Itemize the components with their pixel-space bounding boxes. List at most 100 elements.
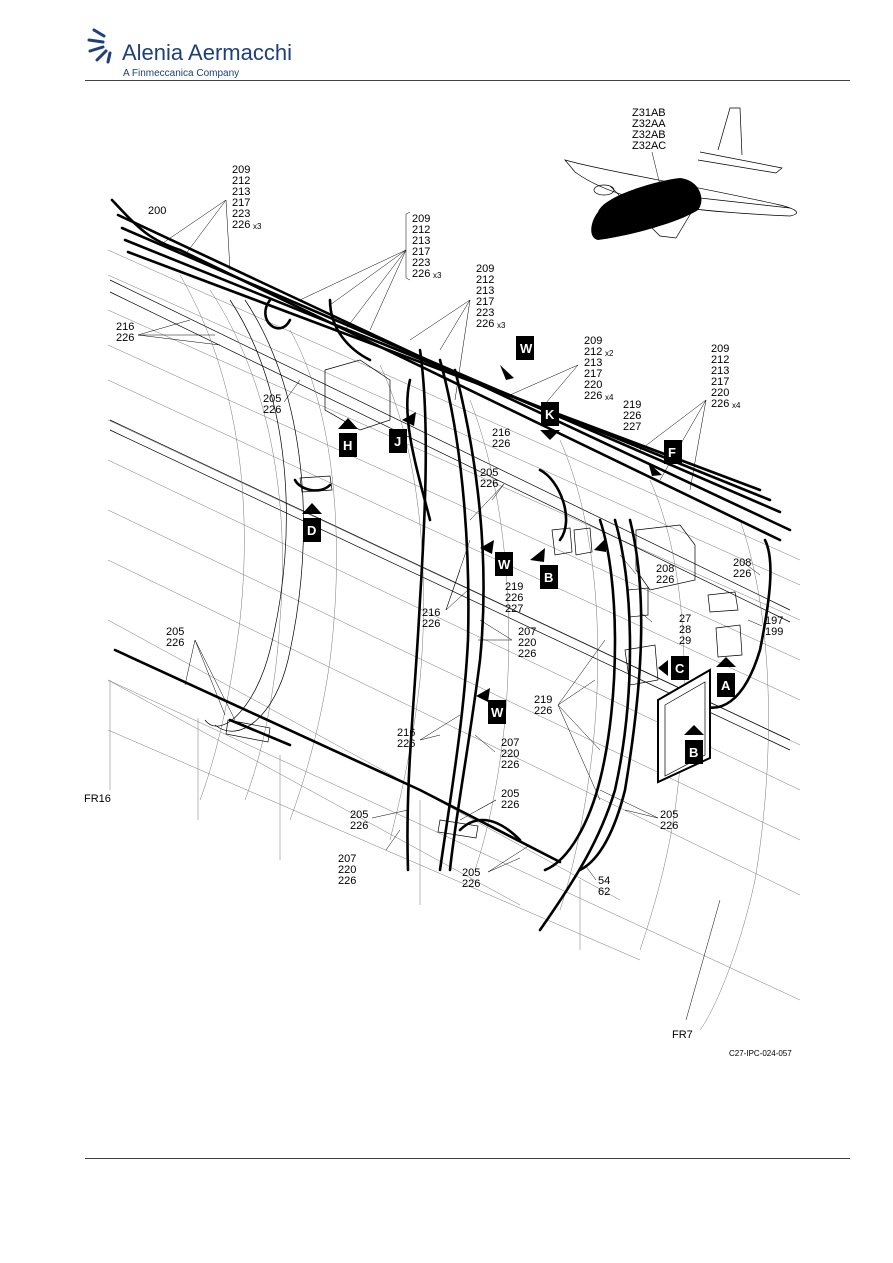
- callout-item: 226: [397, 738, 415, 750]
- callout-item: 217: [412, 246, 430, 258]
- view-arrow-icon: [530, 548, 545, 562]
- callout-item: 226: [412, 268, 430, 280]
- callout-item: 216: [422, 607, 440, 619]
- callout-item: 226: [166, 637, 184, 649]
- callout-item: 213: [584, 357, 602, 369]
- callout-205d: 205 226: [501, 788, 519, 811]
- callout-qty: x3: [433, 271, 442, 280]
- callout-item: 212: [412, 224, 430, 236]
- view-letter: K: [545, 407, 555, 422]
- zone-label: Z32AA: [632, 118, 666, 130]
- callout-item: 220: [518, 637, 536, 649]
- callout-54-62: 54 62: [598, 875, 610, 898]
- callout-item: 226: [476, 318, 494, 330]
- callout-item: 205: [660, 809, 678, 821]
- callout-item: 226: [501, 799, 519, 811]
- callout-216c: 216 226: [422, 607, 440, 630]
- callout-group-top3: 209 212 213 217 223 226 x3: [476, 263, 506, 330]
- callout-item: 226: [505, 592, 523, 604]
- zone-label: Z32AC: [632, 140, 666, 152]
- view-letter: C: [675, 661, 685, 676]
- callout-item: 209: [476, 263, 494, 275]
- company-subtitle: A Finmeccanica Company: [123, 68, 239, 79]
- callout-item: 205: [350, 809, 368, 821]
- callout-197-199: 197 199: [765, 615, 783, 638]
- callout-216b: 216 226: [492, 427, 510, 450]
- view-arrow-icon: [402, 412, 416, 426]
- callout-item: 212: [476, 274, 494, 286]
- callout-item: 226: [501, 759, 519, 771]
- view-arrow-icon: [480, 540, 494, 554]
- zone-label: Z31AB: [632, 107, 666, 119]
- view-arrow-icon: [594, 538, 606, 552]
- callout-item: 220: [501, 748, 519, 760]
- callout-item: 216: [492, 427, 510, 439]
- view-letter: F: [668, 445, 676, 460]
- company-name: Alenia Aermacchi: [122, 40, 292, 65]
- callout-219b: 219 226 227: [505, 581, 523, 615]
- callout-item: 217: [584, 368, 602, 380]
- callout-200: 200: [148, 205, 166, 217]
- callout-27-28-29: 27 28 29: [679, 613, 691, 647]
- callout-item: 27: [679, 613, 691, 625]
- callout-qty: x3: [253, 222, 262, 231]
- callout-item: 213: [412, 235, 430, 247]
- callout-item: 216: [397, 727, 415, 739]
- view-arrow-icon: [648, 462, 662, 476]
- callout-item: 223: [476, 307, 494, 319]
- callout-item: 208: [733, 557, 751, 569]
- view-marker-h: H: [338, 418, 358, 457]
- callout-item: 226: [656, 574, 674, 586]
- callout-item: 205: [462, 867, 480, 879]
- callout-item: 223: [232, 208, 250, 220]
- aircraft-location-inset: Z31AB Z32AA Z32AB Z32AC: [564, 107, 797, 240]
- callout-item: 205: [480, 467, 498, 479]
- callout-item: 207: [338, 853, 356, 865]
- zone-list: Z31AB Z32AA Z32AB Z32AC: [632, 107, 666, 152]
- callout-item: 226: [232, 219, 250, 231]
- view-arrow-icon: [684, 725, 704, 735]
- callout-205f: 205 226: [660, 809, 678, 832]
- callout-qty: x4: [605, 393, 614, 402]
- view-marker-j: J: [389, 412, 416, 453]
- callout-group-top5: 209 212 213 217 220 226 x4: [711, 343, 741, 410]
- callout-208b: 208 226: [733, 557, 751, 580]
- callout-item: 226: [263, 404, 281, 416]
- view-letter: B: [689, 745, 698, 760]
- callout-item: 213: [232, 186, 250, 198]
- callout-item: 216: [116, 321, 134, 333]
- view-arrow-icon: [716, 657, 736, 667]
- view-marker-f: F: [648, 440, 682, 476]
- view-arrow-icon: [658, 660, 668, 676]
- view-marker-a: A: [716, 657, 736, 697]
- view-arrow-icon: [338, 418, 358, 429]
- callout-item: 213: [476, 285, 494, 297]
- callout-item: 212: [711, 354, 729, 366]
- callout-item: 226: [733, 568, 751, 580]
- callout-item: 226: [462, 878, 480, 890]
- callout-qty: x2: [605, 349, 614, 358]
- fuselage-structure: [107, 249, 801, 1031]
- callout-item: 212: [584, 346, 602, 358]
- callout-item: 207: [501, 737, 519, 749]
- callout-205g: 205 226: [462, 867, 480, 890]
- callout-item: 29: [679, 635, 691, 647]
- callout-item: 209: [412, 213, 430, 225]
- callout-item: 226: [350, 820, 368, 832]
- logo-mark-icon: [87, 28, 112, 64]
- view-letter: W: [491, 705, 504, 720]
- callout-207a: 207 220 226: [518, 626, 536, 660]
- callout-item: 226: [534, 705, 552, 717]
- callout-item: 205: [166, 626, 184, 638]
- callout-219c: 219 226: [534, 694, 552, 717]
- callout-item: 226: [584, 390, 602, 402]
- view-letter: D: [307, 523, 316, 538]
- callout-item: 62: [598, 886, 610, 898]
- callout-labels: 200 209 212 213 217 223 226 x3 209 212 2…: [116, 164, 783, 898]
- callout-item: 226: [492, 438, 510, 450]
- callout-group-top1: 209 212 213 217 223 226 x3: [232, 164, 262, 231]
- view-letter: A: [721, 678, 731, 693]
- callout-item: 217: [711, 376, 729, 388]
- callout-item: 219: [623, 399, 641, 411]
